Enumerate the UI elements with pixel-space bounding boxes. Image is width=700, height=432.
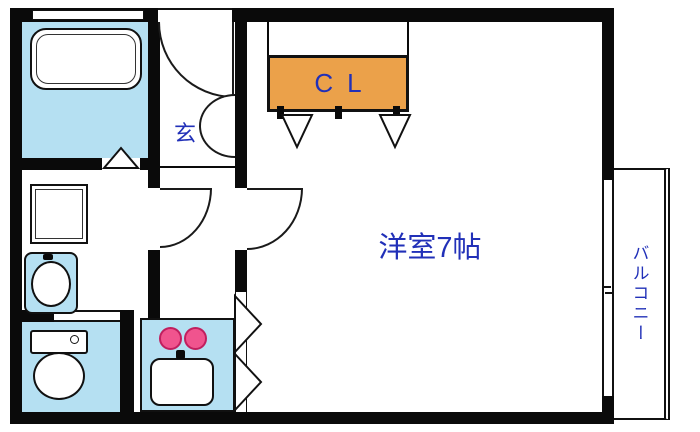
- entrance-label: 玄: [174, 121, 197, 146]
- entrance-door-arc: [158, 22, 234, 98]
- bathtub: [30, 28, 142, 90]
- closet-side-line-left: [267, 22, 269, 55]
- closet-box: CL: [267, 55, 409, 112]
- wall-hall-right-mid: [235, 250, 247, 292]
- closet-label: CL: [314, 68, 376, 98]
- sliding-window-tick-left: [604, 286, 611, 288]
- bathroom-window: [32, 10, 144, 20]
- closet-door-v-icon-left: [280, 114, 314, 150]
- wall-right-upper: [602, 8, 614, 180]
- entrance-step-line: [160, 166, 235, 168]
- bifold-door-icon: [234, 293, 263, 412]
- bathtub-inner-line: [36, 34, 136, 84]
- washing-machine-inner-line: [35, 189, 83, 239]
- closet-door-pivot-right: [393, 106, 400, 119]
- washroom-door-arc: [160, 188, 212, 248]
- sliding-window-tick-right: [605, 292, 612, 294]
- toilet-bowl: [33, 352, 85, 400]
- wall-toilet-right: [120, 310, 134, 424]
- wall-right-lower: [602, 396, 614, 424]
- bath-folding-door-icon: [101, 146, 141, 169]
- wall-bath-bottom-right: [140, 158, 148, 170]
- wall-bottom: [10, 412, 614, 424]
- washroom-halfmoon-door: [199, 94, 235, 158]
- closet-side-line-right: [407, 22, 409, 55]
- closet-door-pivot-left: [277, 106, 284, 119]
- washbasin-faucet: [43, 254, 53, 260]
- wall-hall-left-lower: [148, 250, 160, 318]
- closet-door-pivot-mid: [335, 106, 342, 119]
- wall-left: [10, 8, 22, 424]
- stove-burner-left: [159, 327, 182, 350]
- wall-bath-bottom-left: [22, 158, 102, 170]
- toilet-tank: [30, 330, 88, 354]
- balcony-area: バルコニー: [614, 168, 670, 420]
- wall-hall-right-upper: [235, 22, 247, 188]
- toilet-button: [70, 335, 79, 344]
- closet-door-v-icon-right: [378, 114, 412, 150]
- balcony-label: バルコニー: [629, 244, 649, 344]
- kitchen-faucet: [176, 350, 185, 359]
- main-room-label: 洋室7帖: [378, 232, 482, 264]
- washbasin-bowl: [31, 261, 71, 307]
- balcony-sliding-window: [602, 180, 614, 396]
- wall-hall-left-upper: [148, 22, 160, 188]
- stove-burner-right: [184, 327, 207, 350]
- washing-machine: [30, 184, 88, 244]
- entrance-opening: [158, 8, 232, 22]
- kitchen-sink: [150, 358, 214, 406]
